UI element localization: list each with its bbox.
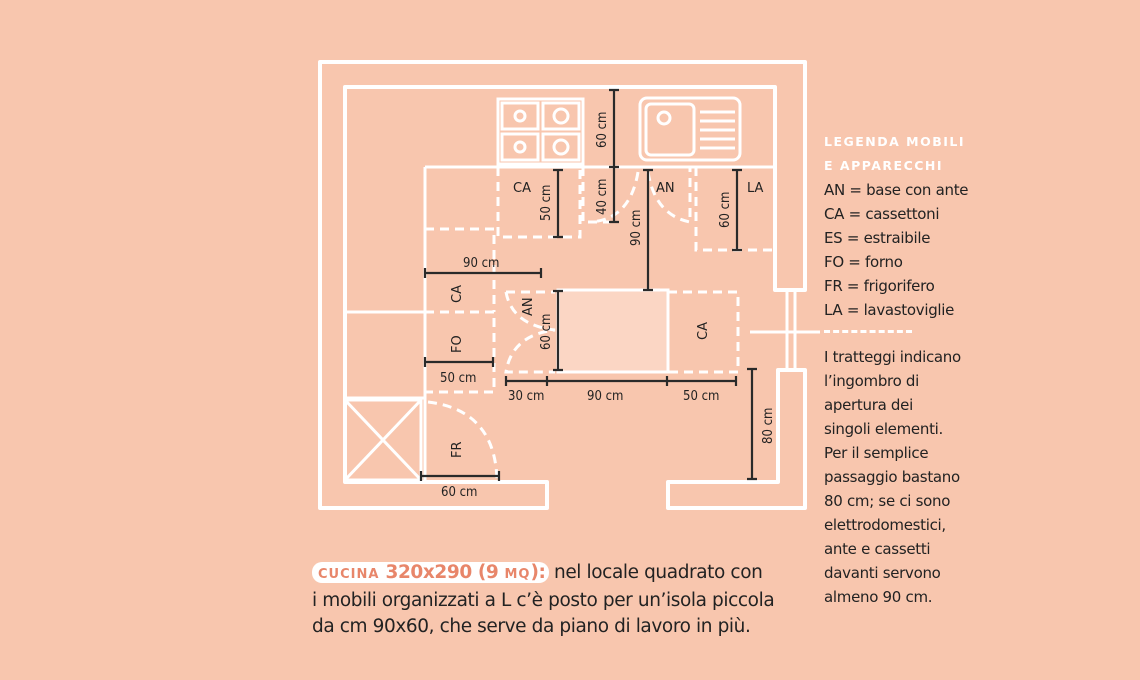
legend-note-line: I tratteggi indicano (824, 348, 961, 366)
legend-note-line: Per il semplice (824, 444, 929, 462)
sink-icon (638, 96, 742, 162)
wall-lower-right (666, 368, 807, 510)
label-ca-left: CA (450, 285, 465, 303)
caption-tag-word: cucina (318, 567, 380, 582)
dim-50: 50 cm (539, 185, 554, 221)
stove-icon (496, 97, 585, 166)
legend-item: FR = frigorifero (824, 277, 935, 295)
legend-title-1: LEGENDA MOBILI (824, 134, 966, 149)
legend-note-line: almeno 90 cm. (824, 588, 933, 606)
legend-item: FO = forno (824, 253, 903, 271)
dim-90-island: 90 cm (587, 389, 623, 404)
legend-item: LA = lavastoviglie (824, 301, 955, 319)
legend-item: AN = base con ante (824, 181, 969, 199)
legend-note-line: l’ingombro di (824, 372, 920, 390)
counters (345, 165, 775, 480)
label-ca-top: CA (513, 181, 531, 196)
dim-60-island: 60 cm (539, 314, 554, 350)
caption-line-3: da cm 90x60, che serve da piano di lavor… (312, 616, 751, 637)
dim-90-v: 90 cm (629, 210, 644, 246)
label-an-top: AN (656, 181, 675, 196)
caption-tag: cucina 320x290 (9 mq): (312, 562, 549, 583)
label-ca-island: CA (696, 322, 711, 340)
label-fr: FR (450, 441, 465, 458)
island (556, 288, 670, 374)
window (750, 290, 820, 370)
label-an-island: AN (521, 297, 536, 316)
legend-note-line: davanti servono (824, 564, 941, 582)
legend-title-2: E APPARECCHI (824, 158, 944, 173)
opening-clearances (425, 167, 775, 481)
dim-30: 30 cm (508, 389, 544, 404)
legend-divider (824, 330, 912, 333)
label-la: LA (747, 181, 764, 196)
dim-50-fo: 50 cm (440, 371, 476, 386)
caption-tag-unit: mq (504, 567, 531, 582)
dim-60-top: 60 cm (595, 112, 610, 148)
dim-60-la: 60 cm (718, 192, 733, 228)
legend-note-line: apertura dei (824, 396, 913, 414)
caption-line-1: nel locale quadrato con (548, 562, 763, 583)
caption-line-2: i mobili organizzati a L c’è posto per u… (312, 590, 775, 611)
dim-50-island: 50 cm (683, 389, 719, 404)
legend-note-line: elettrodomestici, (824, 516, 946, 534)
dim-90-h: 90 cm (463, 256, 499, 271)
wall-main (318, 60, 807, 510)
legend-note-line: 80 cm; se ci sono (824, 492, 951, 510)
legend-item: CA = cassettoni (824, 205, 940, 223)
legend-item: ES = estraibile (824, 229, 931, 247)
legend-note-line: passaggio bastano (824, 468, 960, 486)
dim-60-fr: 60 cm (441, 485, 477, 500)
legend: LEGENDA MOBILI E APPARECCHI AN = base co… (824, 130, 969, 609)
caption-tag-size: 320x290 (9 (385, 562, 499, 583)
label-fo: FO (450, 335, 465, 353)
legend-note-line: ante e cassetti (824, 540, 931, 558)
fridge-icon (343, 398, 423, 482)
caption: cucina 320x290 (9 mq): nel locale quadra… (312, 560, 775, 640)
dimension-lines (419, 88, 757, 481)
dim-80: 80 cm (761, 408, 776, 444)
caption-tag-end: ): (530, 562, 546, 583)
legend-note-line: singoli elementi. (824, 420, 943, 438)
dim-40: 40 cm (595, 179, 610, 215)
